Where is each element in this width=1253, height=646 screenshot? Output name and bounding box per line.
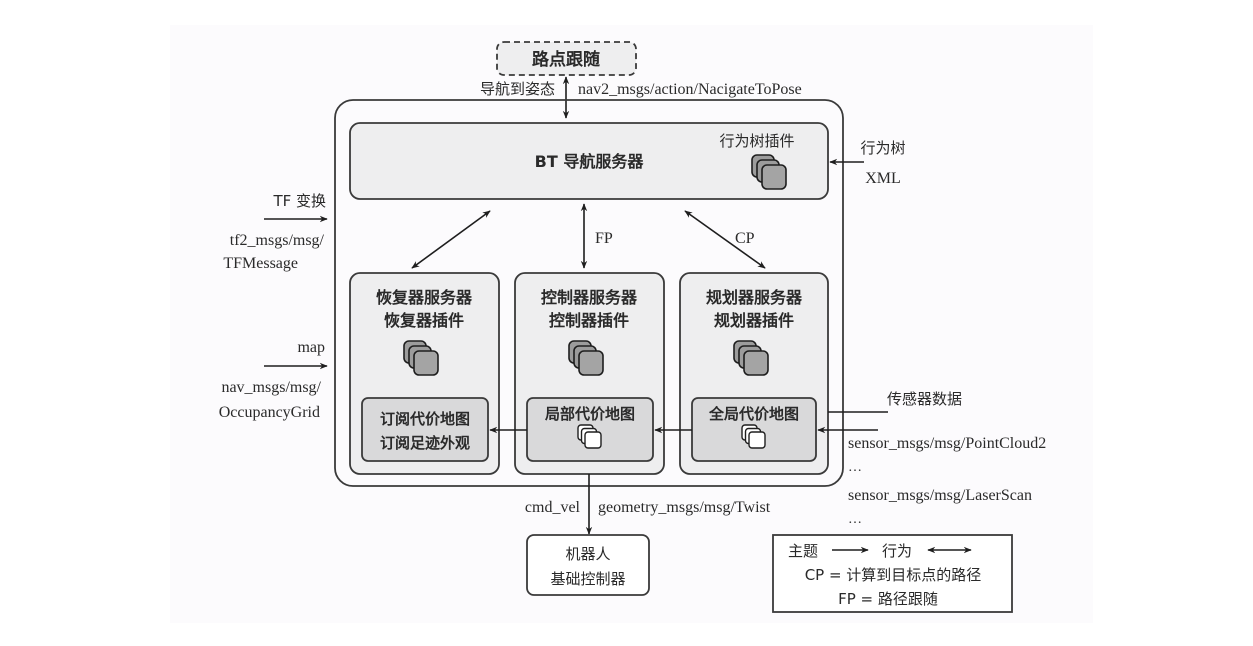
planner-server: 规划器服务器 规划器插件 全局代价地图 [679, 272, 829, 475]
recovery-costmap-line1: 订阅代价地图 [380, 410, 470, 428]
navigate-to-pose-label: 导航到姿态 [480, 80, 555, 98]
tf-input-msg-line1: tf2_msgs/msg/ [230, 232, 325, 249]
legend: 主题 行为 CP = 计算到目标点的路径 FP = 路径跟随 [772, 534, 1013, 613]
sensor-msg-pointcloud: sensor_msgs/msg/PointCloud2 [848, 435, 1046, 452]
waypoint-follower-label: 路点跟随 [532, 49, 600, 70]
bt-navigator-label: BT 导航服务器 [535, 152, 645, 171]
legend-fp-definition: FP = 路径跟随 [838, 590, 938, 608]
bt-xml-label: 行为树 [860, 139, 905, 157]
bt-navigator-server: BT 导航服务器 行为树插件 [349, 122, 829, 200]
waypoint-follower-box: 路点跟随 [496, 41, 637, 76]
global-costmap-label: 全局代价地图 [708, 405, 799, 423]
sensor-msg-laserscan: sensor_msgs/msg/LaserScan [848, 487, 1032, 504]
recovery-server: 恢复器服务器 恢复器插件 订阅代价地图 订阅足迹外观 [349, 272, 500, 475]
cmd-vel-msg: geometry_msgs/msg/Twist [598, 499, 771, 516]
fp-label: FP [595, 230, 613, 247]
robot-base-controller-box: 机器人 基础控制器 [526, 534, 650, 596]
controller-plugin-label: 控制器插件 [549, 311, 629, 330]
sensor-msg-ellipsis-2: … [848, 512, 862, 527]
legend-topic-label: 主题 [788, 542, 818, 560]
recovery-plugin-label: 恢复器插件 [384, 311, 464, 330]
planner-server-title: 规划器服务器 [706, 288, 803, 307]
tf-input-msg-line2: TFMessage [223, 255, 298, 272]
bt-xml-format: XML [865, 170, 901, 187]
planner-plugin-label: 规划器插件 [714, 311, 794, 330]
recovery-costmap-line2: 订阅足迹外观 [380, 434, 470, 452]
bt-planner-action-arrow [684, 210, 766, 269]
recovery-server-title: 恢复器服务器 [376, 288, 473, 307]
sensor-msg-ellipsis-1: … [848, 460, 862, 475]
cp-label: CP [735, 230, 755, 247]
legend-action-label: 行为 [882, 542, 912, 560]
tf-input-title: TF 变换 [272, 192, 326, 210]
cmd-vel-label: cmd_vel [525, 499, 581, 516]
bt-plugin-label: 行为树插件 [719, 132, 794, 150]
legend-cp-definition: CP = 计算到目标点的路径 [805, 566, 982, 584]
bt-recovery-action-arrow [411, 210, 491, 269]
sensor-data-title: 传感器数据 [887, 390, 962, 408]
robot-label-line1: 机器人 [565, 545, 610, 563]
map-input-msg-line2: OccupancyGrid [219, 404, 320, 421]
controller-server-title: 控制器服务器 [541, 288, 638, 307]
controller-server: 控制器服务器 控制器插件 局部代价地图 [514, 272, 665, 475]
map-input-msg-line1: nav_msgs/msg/ [221, 379, 321, 396]
navigate-to-pose-msg: nav2_msgs/action/NacigateToPose [578, 81, 802, 98]
local-costmap-label: 局部代价地图 [544, 405, 635, 423]
map-input-title: map [297, 339, 325, 356]
robot-label-line2: 基础控制器 [550, 570, 625, 588]
